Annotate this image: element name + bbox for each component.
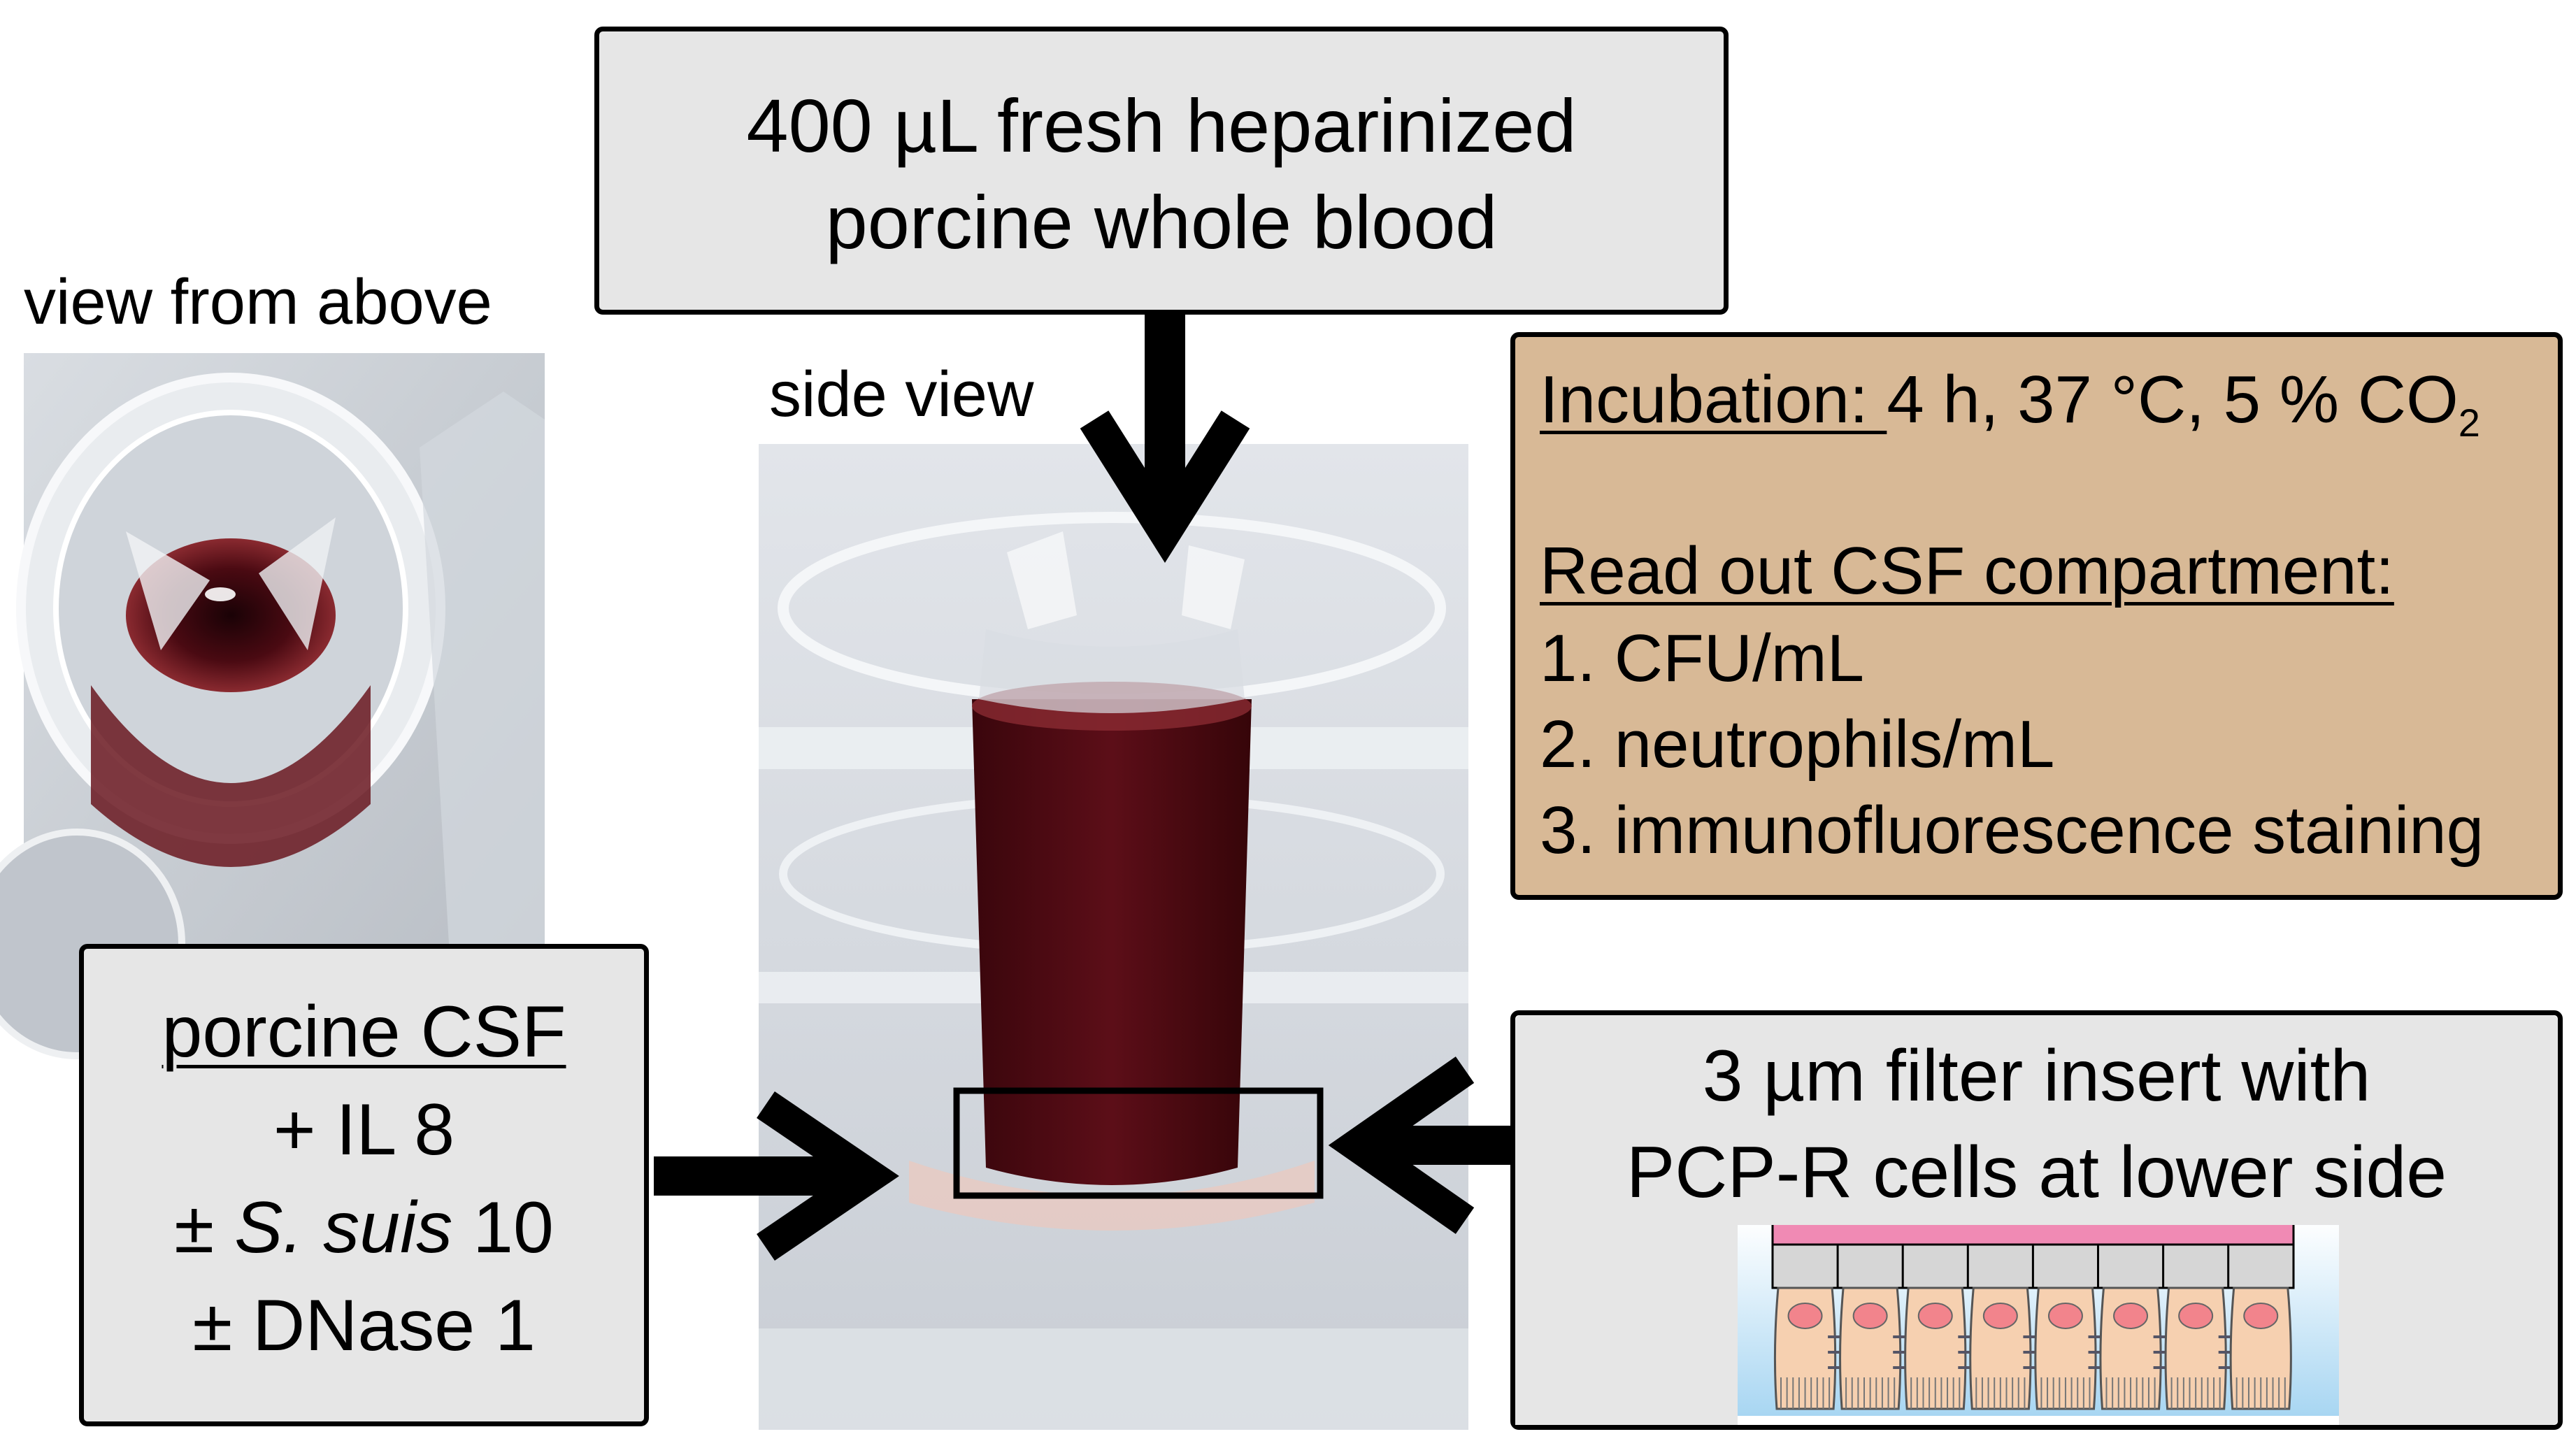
- filter-arrow-head: [1328, 1056, 1475, 1234]
- csf-line1: + IL 8: [273, 1089, 455, 1170]
- readout-item-3: 3. immunofluorescence staining: [1540, 793, 2484, 868]
- filter-line2: PCP-R cells at lower side: [1626, 1132, 2447, 1213]
- incubation-label: Incubation:: [1540, 362, 1887, 437]
- incubation-conditions: 4 h, 37 °C, 5 % CO: [1887, 362, 2459, 437]
- csf-arrow-shaft: [654, 1156, 864, 1196]
- filter-line1: 3 µm filter insert with: [1702, 1035, 2371, 1117]
- blood-arrow-shaft: [1145, 315, 1185, 517]
- readout-title: Read out CSF compartment:: [1540, 533, 2394, 608]
- filter-box-lower-fill: [1515, 1220, 1738, 1425]
- blood-arrow-head: [1080, 410, 1250, 563]
- csf-line2-species: S. suis: [234, 1187, 453, 1268]
- blood-box-line1: 400 µL fresh heparinized: [746, 83, 1577, 168]
- csf-arrow-head: [757, 1091, 899, 1261]
- readout-item-1: 1. CFU/mL: [1540, 621, 1865, 696]
- incubation-box: Incubation: 4 h, 37 °C, 5 % CO2 Read out…: [1510, 332, 2563, 900]
- side-view-label: side view: [769, 359, 1034, 430]
- csf-line2-suffix: 10: [452, 1187, 554, 1268]
- blood-box-line2: porcine whole blood: [825, 180, 1498, 264]
- incubation-line: Incubation: 4 h, 37 °C, 5 % CO2: [1540, 361, 2480, 445]
- filter-box: 3 µm filter insert with PCP-R cells at l…: [1510, 1010, 2563, 1430]
- csf-title: porcine CSF: [84, 991, 644, 1074]
- view-from-above-label: view from above: [24, 266, 492, 338]
- filter-highlight-rectangle: [953, 1087, 1324, 1199]
- csf-line3: ± DNase 1: [192, 1285, 536, 1366]
- csf-line2-prefix: ±: [174, 1187, 235, 1268]
- csf-box: porcine CSF + IL 8 ± S. suis 10 ± DNase …: [79, 944, 649, 1426]
- filter-box-lower-fill-right: [2339, 1220, 2558, 1425]
- blood-box: 400 µL fresh heparinized porcine whole b…: [594, 27, 1729, 315]
- filter-arrow-shaft: [1364, 1126, 1510, 1165]
- csf-title-text: porcine CSF: [162, 991, 566, 1073]
- readout-item-2: 2. neutrophils/mL: [1540, 707, 2055, 782]
- co2-subscript: 2: [2458, 401, 2480, 445]
- csf-line2: ± S. suis 10: [84, 1187, 644, 1270]
